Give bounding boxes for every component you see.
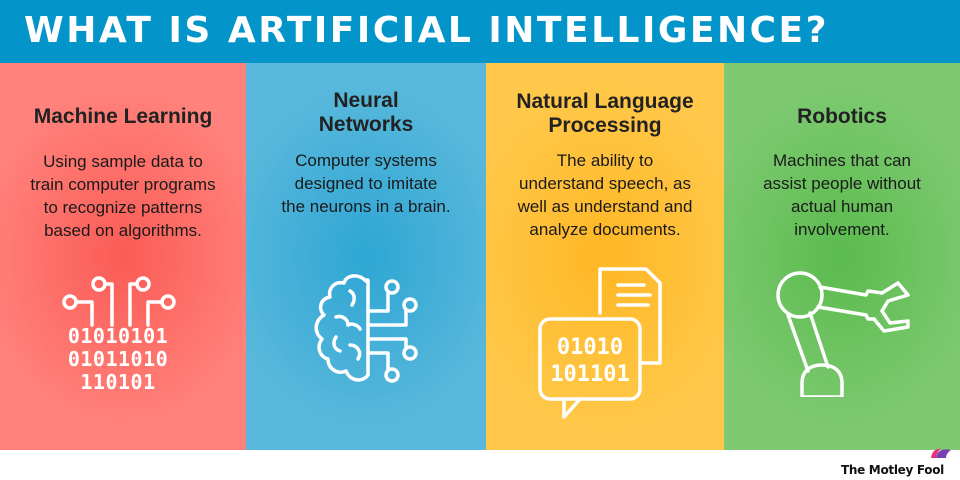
svg-text:101101: 101101 [550,362,629,387]
logo-text: The Motley Fool [840,463,944,477]
panel-title: Machine Learning [33,105,213,128]
svg-text:110101: 110101 [80,370,155,390]
panel-title: Robotics [797,105,887,128]
panel-title: Neural Networks [318,89,414,136]
panel-description: Using sample data to train computer prog… [30,152,216,240]
panel-description: The ability to understand speech, as wel… [517,151,693,239]
robotic-arm-icon [770,267,920,397]
panel-neural-networks: Neural Networks Computer systems designe… [246,63,486,450]
panel-natural-language-processing: Natural Language Processing The ability … [486,63,724,450]
chat-document-icon: 01010 101101 [534,263,674,423]
panel-machine-learning: Machine Learning Using sample data to tr… [0,63,246,450]
binary-circuit-icon: 01010101 01011010 110101 [58,275,178,390]
svg-text:01010: 01010 [557,335,623,360]
page-title: WHAT IS ARTIFICIAL INTELLIGENCE? [24,10,830,51]
panel-description: Computer systems designed to imitate the… [281,151,451,216]
motley-fool-logo: The Motley Fool [840,448,952,478]
header-banner: WHAT IS ARTIFICIAL INTELLIGENCE? [0,0,960,63]
svg-text:01010101: 01010101 [68,324,168,348]
svg-text:01011010: 01011010 [68,347,168,371]
panel-description: Machines that can assist people without … [763,151,921,239]
jester-hat-icon [930,446,952,464]
panel-title: Natural Language Processing [516,90,694,137]
panel-robotics: Robotics Machines that can assist people… [724,63,960,450]
brain-circuit-icon [306,271,426,396]
